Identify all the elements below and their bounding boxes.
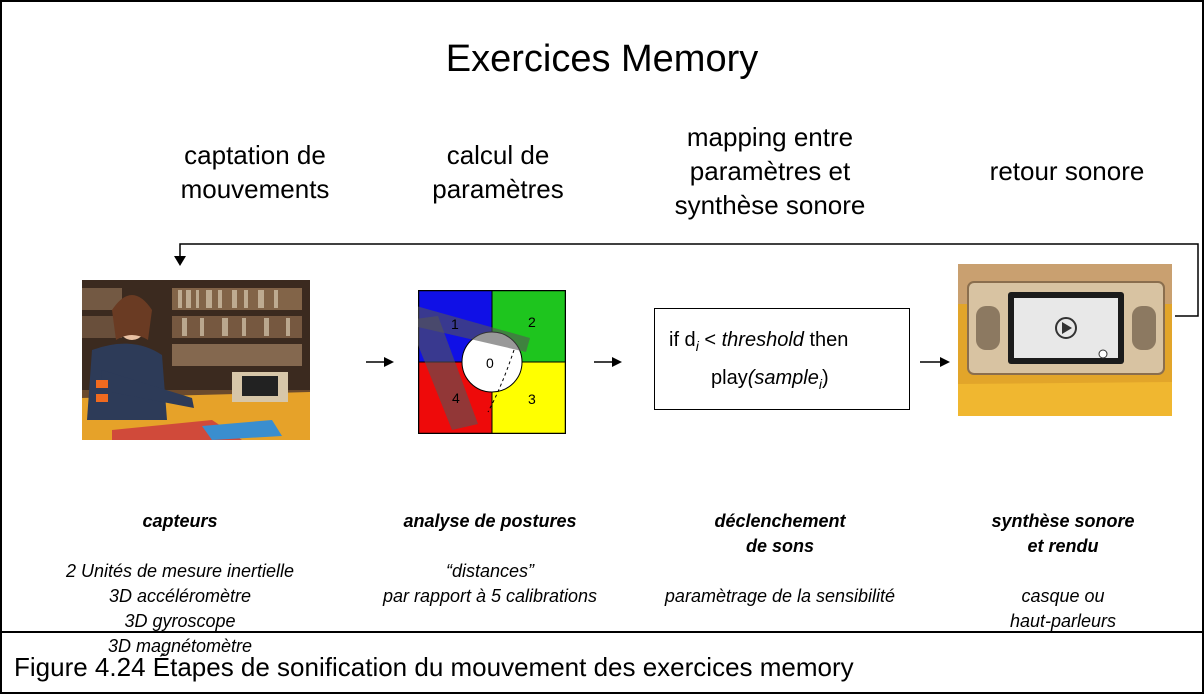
desc-feedback-lines: casque ou haut-parleurs — [1009, 586, 1117, 631]
step-arrow-1 — [366, 357, 394, 367]
feedback-loop-line — [179, 243, 1199, 317]
heading-capture: captation de mouvements — [180, 140, 330, 204]
desc-capture: capteurs 2 Unités de mesure inertielle 3… — [30, 484, 330, 659]
desc-compute-lines: “distances” par rapport à 5 calibrations — [382, 561, 598, 606]
grid-label-3: 3 — [528, 391, 536, 407]
mapping-rule-box: if di < threshold then play(samplei) — [654, 308, 910, 410]
grid-label-4: 4 — [452, 390, 460, 406]
heading-compute: calcul de paramètres — [432, 140, 564, 204]
desc-mapping: déclenchement de sons paramètrage de la … — [630, 484, 930, 609]
grid-label-1: 1 — [451, 316, 459, 332]
desc-mapping-lines: paramètrage de la sensibilité — [664, 586, 896, 606]
figure-caption: Figure 4.24 Étapes de sonification du mo… — [14, 652, 854, 682]
desc-capture-lines: 2 Unités de mesure inertielle 3D accélér… — [65, 561, 295, 656]
step-arrow-2 — [594, 357, 622, 367]
desc-compute-title: analyse de postures — [403, 511, 577, 531]
heading-mapping: mapping entre paramètres et synthèse son… — [674, 122, 866, 220]
feedback-loop-arrowhead — [174, 256, 186, 266]
step-arrow-3 — [920, 357, 950, 367]
desc-capture-title: capteurs — [142, 511, 218, 531]
desc-feedback: synthèse sonore et rendu casque ou haut-… — [918, 484, 1204, 634]
desc-compute: analyse de postures “distances” par rapp… — [340, 484, 640, 609]
mapping-rule-line-1: if di < threshold then — [669, 329, 849, 354]
desc-mapping-title: déclenchement de sons — [714, 511, 846, 556]
grid-label-0: 0 — [486, 355, 494, 371]
heading-feedback: retour sonore — [989, 156, 1145, 186]
sensor-capture-photo — [82, 280, 310, 440]
sound-device-photo — [958, 264, 1172, 416]
posture-grid: 1 2 0 4 3 — [418, 290, 566, 434]
diagram-title: Exercices Memory — [445, 38, 759, 80]
desc-feedback-title: synthèse sonore et rendu — [991, 511, 1135, 556]
mapping-rule-line-2: play(samplei) — [711, 367, 829, 392]
grid-label-2: 2 — [528, 314, 536, 330]
